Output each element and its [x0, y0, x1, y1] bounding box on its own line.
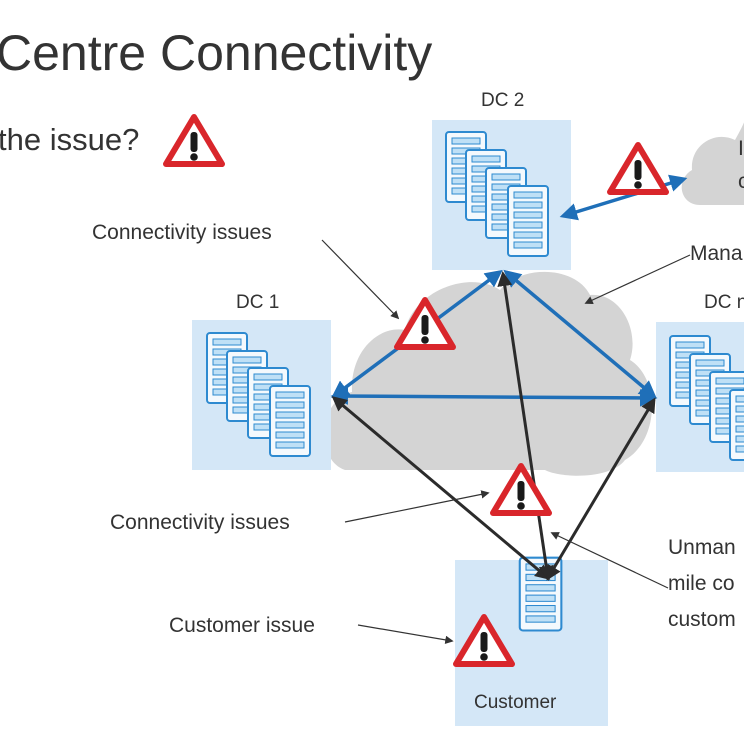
unmanaged-label-line1: Unman [668, 536, 736, 559]
callout-lines [321, 239, 691, 645]
customer-label: Customer [474, 692, 557, 713]
managed-network-label: Mana [690, 242, 743, 265]
managed-network-cloud [324, 271, 652, 476]
connectivity-issues-label: Connectivity issues [92, 221, 272, 244]
warning-icon [610, 145, 666, 192]
connectivity-issues-label: Connectivity issues [110, 511, 290, 534]
dc2-label: DC 2 [481, 90, 525, 111]
page-subtitle: the issue? [0, 122, 140, 157]
unmanaged-label-line3: custom [668, 608, 736, 631]
external-cloud-label-line1: I [738, 137, 744, 160]
page-title: Centre Connectivity [0, 25, 433, 81]
customer-issue-label: Customer issue [169, 614, 315, 637]
warning-icon [166, 117, 222, 164]
dcn-label: DC n [704, 292, 744, 313]
external-cloud-label-line2: c [738, 170, 744, 193]
warning-icon [493, 466, 549, 513]
unmanaged-label-line2: mile co [668, 572, 735, 595]
unmanaged-links [331, 271, 656, 581]
external-cloud [681, 122, 744, 205]
dc1-label: DC 1 [236, 292, 280, 313]
